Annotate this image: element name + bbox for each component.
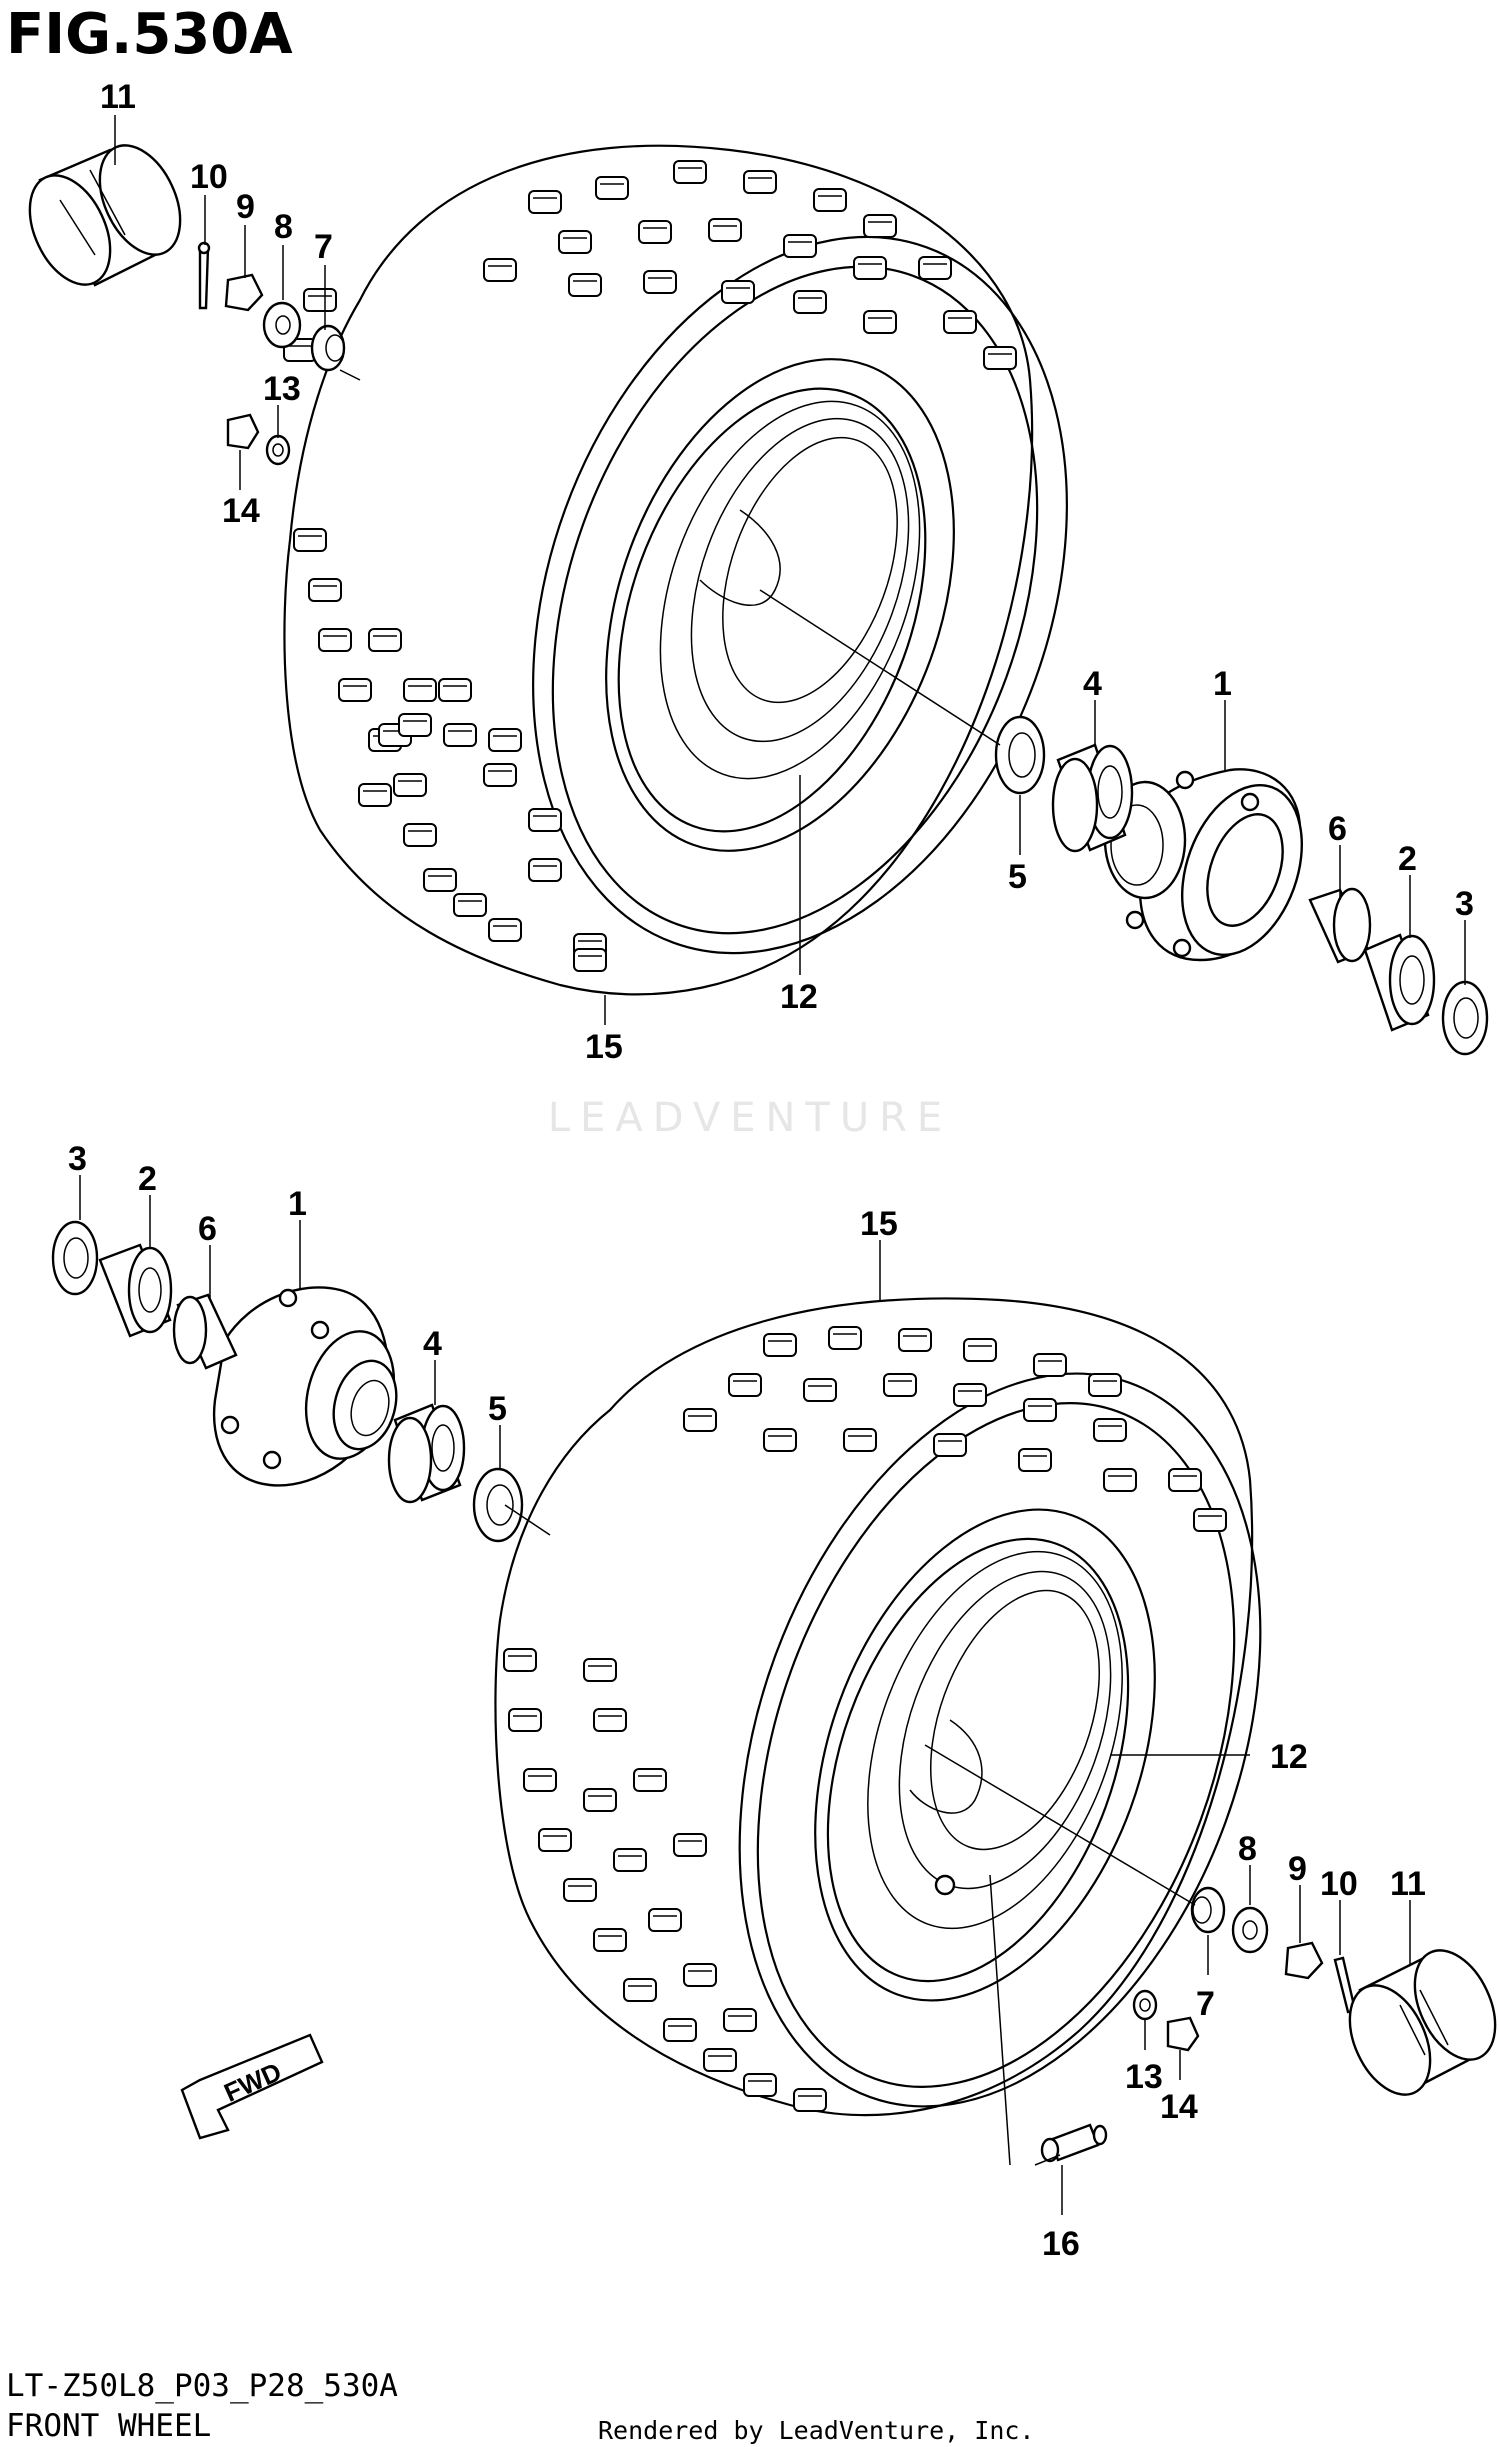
callout-top-5: 5 [1008,858,1027,896]
top-bearing-2 [1363,933,1436,1032]
top-seal-5 [994,715,1046,795]
top-bearing-4 [1051,743,1134,853]
top-tire [283,144,1068,996]
callout-top-4: 4 [1083,665,1102,703]
callout-top-15: 15 [585,1028,623,1066]
top-nut-14 [226,413,260,450]
top-tread-blocks [283,160,1017,972]
callout-top-9: 9 [236,188,255,226]
bottom-collar-7 [1190,1886,1226,1934]
bottom-seal-5 [472,1467,524,1543]
top-seal-3 [1441,980,1489,1056]
callout-bottom-5: 5 [488,1390,507,1428]
callout-bottom-10: 10 [1320,1865,1358,1903]
top-collar-7 [310,324,346,372]
callout-top-13: 13 [263,370,301,408]
top-washer-13 [265,434,291,466]
bottom-castle-nut-9 [1284,1941,1324,1980]
callout-bottom-7: 7 [1196,1985,1215,2023]
callout-bottom-2: 2 [138,1160,157,1198]
top-wheel-assembly [28,115,1489,1056]
figure-name: FRONT WHEEL [6,2408,212,2444]
bottom-cap-11 [1348,1949,1497,2096]
render-credit: Rendered by LeadVenture, Inc. [598,2416,1035,2445]
bottom-bearing-4 [387,1403,466,1504]
callout-bottom-12: 12 [1270,1738,1308,1776]
callout-bottom-3: 3 [68,1140,87,1178]
top-cap-11 [28,144,182,287]
callout-top-7: 7 [314,228,333,266]
callout-top-11: 11 [100,78,136,116]
bottom-washer-8 [1231,1906,1269,1954]
callout-bottom-16: 16 [1042,2225,1080,2263]
bottom-spacer-6 [172,1293,238,1370]
callout-top-2: 2 [1398,840,1417,878]
bottom-bearing-2 [98,1243,173,1338]
callout-bottom-6: 6 [198,1210,217,1248]
bottom-washer-13 [1132,1989,1158,2021]
figure-title: FIG.530A [6,2,293,67]
bottom-tire [494,1297,1262,2117]
bottom-tread-blocks [503,1326,1227,2112]
valve-stem-16 [1040,2123,1108,2163]
callout-bottom-8: 8 [1238,1830,1257,1868]
callout-top-3: 3 [1455,885,1474,923]
bottom-nut-14 [1166,2016,1200,2052]
top-washer-8 [262,301,302,349]
top-callouts: 11 10 9 8 7 13 14 4 1 5 6 2 3 12 15 [100,78,1474,1066]
bottom-wheel-assembly: FWD [51,1175,1497,2215]
callout-bottom-11: 11 [1390,1865,1426,1903]
callout-bottom-13: 13 [1125,2058,1163,2096]
bottom-callouts: 3 2 6 1 4 5 15 12 8 9 10 11 7 13 14 16 [68,1140,1426,2263]
figure-code: LT-Z50L8_P03_P28_530A [6,2368,398,2404]
top-leader-lines [114,115,1466,1025]
callout-top-10: 10 [190,158,228,196]
callout-bottom-4: 4 [423,1325,442,1363]
callout-bottom-1: 1 [288,1185,307,1223]
callout-top-1: 1 [1213,665,1232,703]
callout-bottom-15: 15 [860,1205,898,1243]
bottom-leader-lines [79,1175,1411,2215]
callout-top-14: 14 [222,492,260,530]
callout-bottom-14: 14 [1160,2088,1198,2126]
top-hub [1103,768,1304,962]
callout-bottom-9: 9 [1288,1850,1307,1888]
fwd-arrow-icon: FWD [180,2033,324,2140]
watermark-text: LEADVENTURE [547,1095,953,1141]
callout-top-6: 6 [1328,810,1347,848]
bottom-seal-3 [51,1220,99,1296]
callout-top-8: 8 [274,208,293,246]
top-castle-nut-9 [224,273,264,312]
bottom-hub [212,1286,398,1487]
top-cotter-pin-10 [197,241,211,310]
callout-top-12: 12 [780,978,818,1016]
